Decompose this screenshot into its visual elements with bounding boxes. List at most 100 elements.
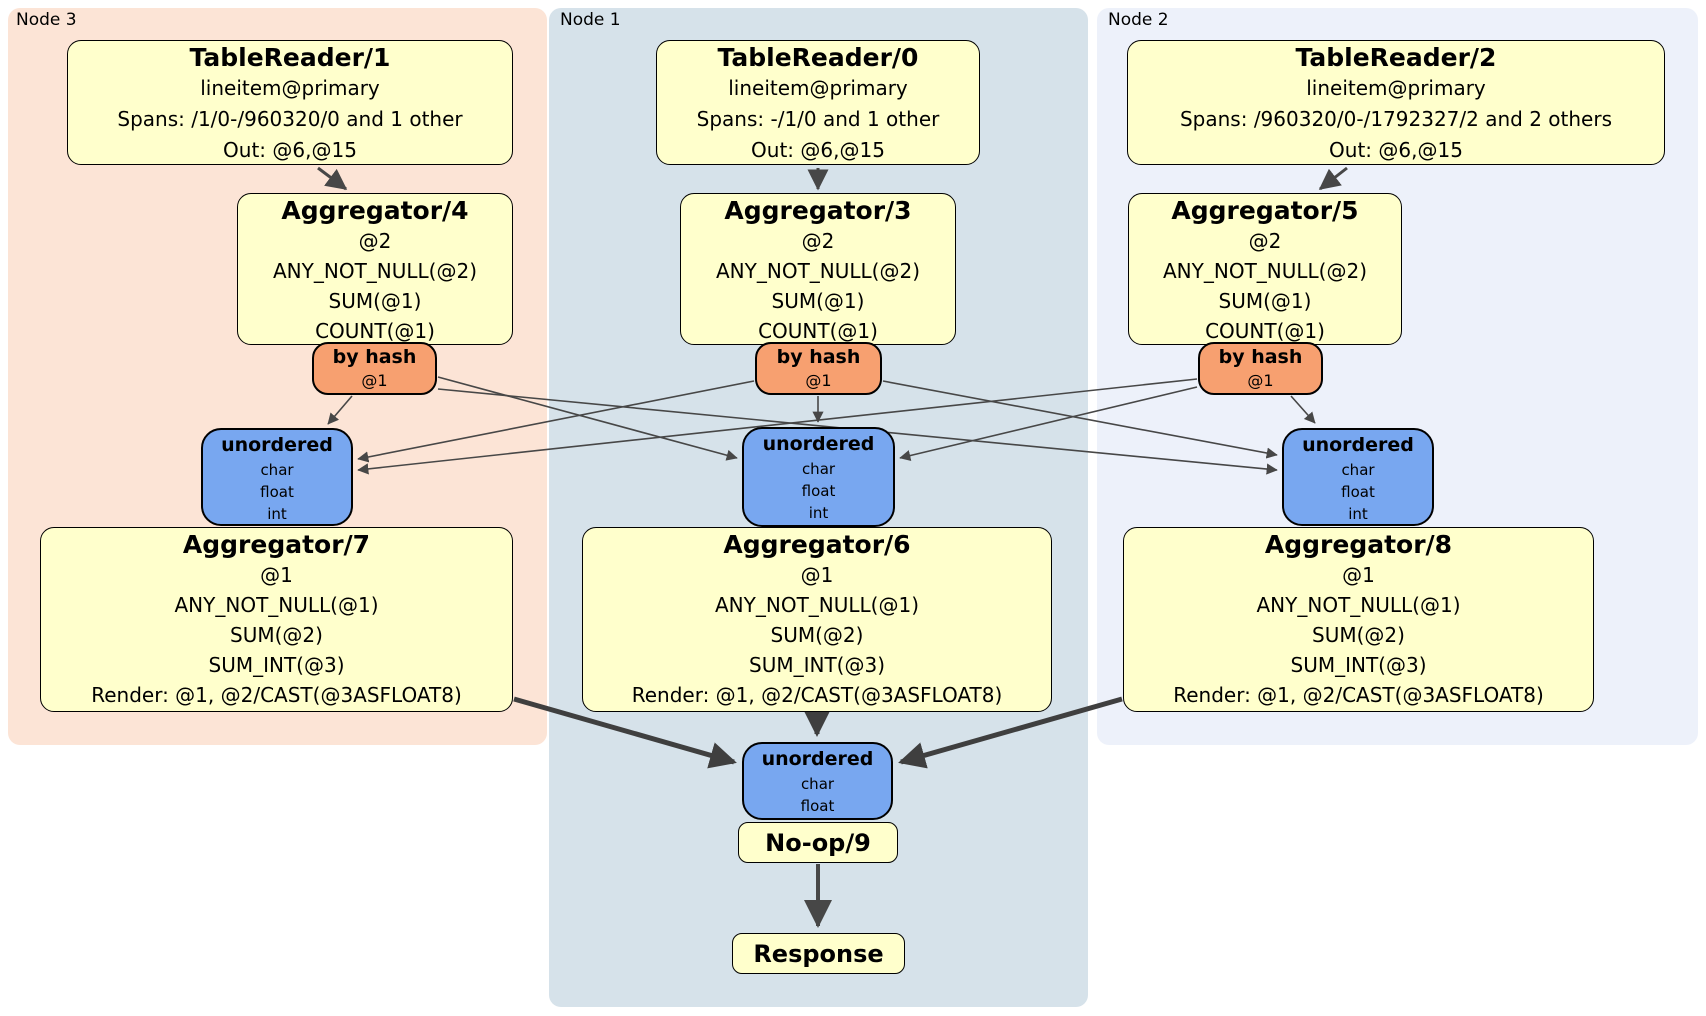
tablereader-2-spans: Spans: /960320/0-/1792327/2 and 2 others [1179,107,1612,131]
edge-bh2-u3 [357,378,1198,475]
aggregator-4-fn: SUM(@1) [328,289,422,313]
aggregator-4-group: @2 [358,229,392,253]
by-hash-router-node3: by hash @1 [312,342,437,395]
aggregator-5-fn: SUM(@1) [1218,289,1312,313]
aggregator-7-render: Render: @1, @2/CAST(@3ASFLOAT8) [91,683,462,707]
edge-bh2-u2 [1290,395,1316,424]
edge-bh1-u3 [357,380,755,463]
aggregator-6-group: @1 [800,563,834,587]
node3-label: Node 3 [16,10,77,30]
by-hash-router-node1-title: by hash [776,346,861,368]
unordered-sync-node1-stream: int [808,504,829,522]
aggregator-8-title: Aggregator/8 [1264,530,1453,559]
noop-box: No-op/9 [738,822,898,863]
by-hash-router-node2-title: by hash [1218,346,1303,368]
edge-tr2-agg5 [1318,166,1348,191]
aggregator-4-title: Aggregator/4 [281,196,469,225]
by-hash-router-node1-cols: @1 [805,371,832,390]
unordered-sync-node1-stream: char [801,460,836,478]
tablereader-1-index: lineitem@primary [200,76,380,100]
tablereader-1-out: Out: @6,@15 [223,138,357,162]
unordered-sync-node3-title: unordered [221,434,333,456]
aggregator-7-fn: SUM_INT(@3) [208,653,345,677]
aggregator-8-render: Render: @1, @2/CAST(@3ASFLOAT8) [1173,683,1544,707]
aggregator-8-fn: ANY_NOT_NULL(@1) [1256,593,1461,617]
aggregator-3-fn: SUM(@1) [771,289,865,313]
unordered-sync-node2-stream: char [1341,461,1375,479]
tablereader-1-spans: Spans: /1/0-/960320/0 and 1 other [117,107,463,131]
unordered-sync-node1-stream: float [801,482,836,500]
aggregator-6-title: Aggregator/6 [723,530,911,559]
edge-tr1-agg4 [317,166,348,191]
aggregator-7-fn: ANY_NOT_NULL(@1) [174,593,379,617]
aggregator-5-title: Aggregator/5 [1171,196,1359,225]
aggregator-5-fn: ANY_NOT_NULL(@2) [1163,259,1367,283]
noop-label: No-op/9 [765,828,871,857]
aggregator-8-fn: SUM_INT(@3) [1290,653,1427,677]
unordered-sync-node3: unordered char float int [201,428,353,526]
tablereader-0-out: Out: @6,@15 [751,138,885,162]
aggregator-8-box: Aggregator/8 @1 ANY_NOT_NULL(@1) SUM(@2)… [1123,527,1594,712]
aggregator-3-fn: ANY_NOT_NULL(@2) [716,259,920,283]
tablereader-2-index: lineitem@primary [1306,76,1486,100]
aggregator-3-group: @2 [801,229,835,253]
by-hash-router-node1: by hash @1 [755,342,882,395]
tablereader-2-title: TableReader/2 [1295,43,1497,72]
edge-bh1-u2 [882,380,1278,459]
unordered-sync-node3-stream: float [260,483,294,501]
aggregator-3-title: Aggregator/3 [724,196,912,225]
node1-label: Node 1 [560,10,621,30]
tablereader-0-box: TableReader/0 lineitem@primary Spans: -/… [656,40,980,165]
tablereader-0-title: TableReader/0 [717,43,919,72]
aggregator-6-render: Render: @1, @2/CAST(@3ASFLOAT8) [631,683,1003,707]
aggregator-8-group: @1 [1342,563,1375,587]
response-box: Response [732,933,905,974]
aggregator-4-box: Aggregator/4 @2 ANY_NOT_NULL(@2) SUM(@1)… [237,193,513,345]
aggregator-6-box: Aggregator/6 @1 ANY_NOT_NULL(@1) SUM(@2)… [582,527,1052,712]
tablereader-1-box: TableReader/1 lineitem@primary Spans: /1… [67,40,513,165]
unordered-sync-node2-stream: int [1348,505,1368,523]
aggregator-7-group: @1 [260,563,293,587]
aggregator-5-box: Aggregator/5 @2 ANY_NOT_NULL(@2) SUM(@1)… [1128,193,1402,345]
edge-bh3-u3 [327,395,353,425]
edge-bh2-u1 [899,386,1198,462]
unordered-sync-final-title: unordered [761,748,874,770]
node2-label: Node 2 [1108,10,1169,30]
by-hash-router-node2: by hash @1 [1198,342,1323,395]
by-hash-router-node3-title: by hash [332,346,417,368]
aggregator-3-fn: COUNT(@1) [758,319,878,343]
edge-agg7-final [513,696,737,769]
unordered-sync-final-stream: char [800,775,835,793]
unordered-sync-node2-title: unordered [1302,434,1414,456]
aggregator-4-fn: COUNT(@1) [315,319,435,343]
aggregator-6-fn: SUM_INT(@3) [749,653,885,677]
aggregator-8-fn: SUM(@2) [1312,623,1405,647]
edge-agg8-final [898,696,1123,769]
unordered-sync-final: unordered char float [742,742,893,820]
aggregator-3-box: Aggregator/3 @2 ANY_NOT_NULL(@2) SUM(@1)… [680,193,956,345]
aggregator-7-fn: SUM(@2) [230,623,323,647]
aggregator-7-box: Aggregator/7 @1 ANY_NOT_NULL(@1) SUM(@2)… [40,527,513,712]
unordered-sync-node2: unordered char float int [1282,428,1434,526]
unordered-sync-node1: unordered char float int [742,427,895,527]
by-hash-router-node2-cols: @1 [1247,371,1274,390]
aggregator-6-fn: SUM(@2) [770,623,864,647]
by-hash-router-node3-cols: @1 [361,371,388,390]
aggregator-6-fn: ANY_NOT_NULL(@1) [715,593,919,617]
unordered-sync-node3-stream: char [260,461,294,479]
tablereader-0-index: lineitem@primary [728,76,908,100]
response-label: Response [753,939,884,968]
unordered-sync-node1-title: unordered [762,433,875,455]
edge-bh3-u1 [437,376,738,461]
unordered-sync-node3-stream: int [267,505,287,523]
aggregator-4-fn: ANY_NOT_NULL(@2) [273,259,477,283]
unordered-sync-node2-stream: float [1341,483,1375,501]
aggregator-7-title: Aggregator/7 [182,530,371,559]
aggregator-5-fn: COUNT(@1) [1205,319,1325,343]
tablereader-0-spans: Spans: -/1/0 and 1 other [696,107,940,131]
unordered-sync-final-stream: float [800,797,835,815]
tablereader-2-box: TableReader/2 lineitem@primary Spans: /9… [1127,40,1665,165]
aggregator-5-group: @2 [1248,229,1282,253]
tablereader-2-out: Out: @6,@15 [1329,138,1463,162]
